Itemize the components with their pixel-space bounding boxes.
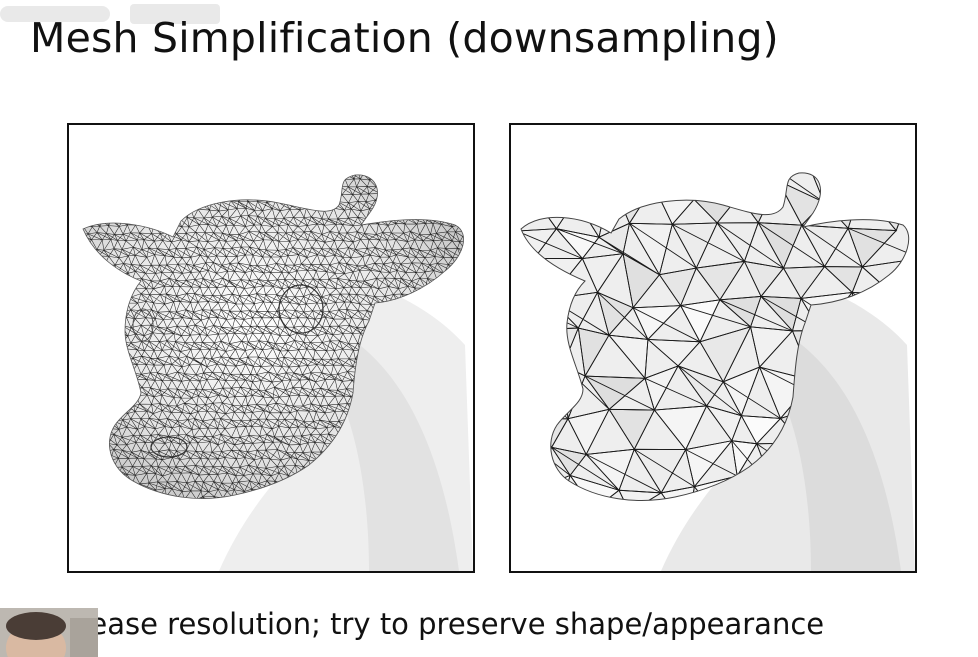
mesh-face — [618, 489, 663, 501]
watermark-logo-icon — [0, 4, 220, 24]
mesh-face — [594, 510, 630, 563]
simplified-mesh-figure — [509, 123, 917, 573]
dense-mesh-image — [82, 174, 473, 571]
mesh-face — [521, 295, 551, 331]
mesh-face — [521, 172, 549, 191]
mesh-face — [522, 523, 555, 547]
mesh-face — [546, 172, 605, 201]
mesh-face — [521, 436, 522, 485]
slide-caption: Decrease resolution; try to preserve sha… — [22, 607, 825, 641]
dense-mesh-figure — [67, 123, 475, 573]
mesh-face — [723, 172, 758, 198]
presenter-face-icon — [0, 608, 98, 657]
mesh-face — [554, 510, 594, 561]
simplified-mesh-image — [511, 172, 915, 571]
mesh-face — [603, 172, 630, 182]
mesh-face — [847, 172, 891, 190]
mesh-face — [511, 511, 522, 553]
mesh-face — [521, 257, 536, 297]
mesh-face — [511, 231, 517, 273]
presenter-webcam — [0, 608, 98, 657]
mesh-face — [521, 364, 564, 421]
mesh-face — [533, 257, 584, 300]
mesh-face — [521, 408, 533, 439]
mesh-face — [521, 329, 526, 372]
mesh-face — [521, 180, 530, 233]
mesh-face — [537, 474, 571, 501]
mesh-face — [673, 172, 725, 201]
slide-title: Mesh Simplification (downsampling) — [30, 14, 779, 62]
mesh-face — [521, 436, 553, 490]
mesh-face — [521, 483, 540, 501]
mesh-face — [627, 172, 676, 187]
